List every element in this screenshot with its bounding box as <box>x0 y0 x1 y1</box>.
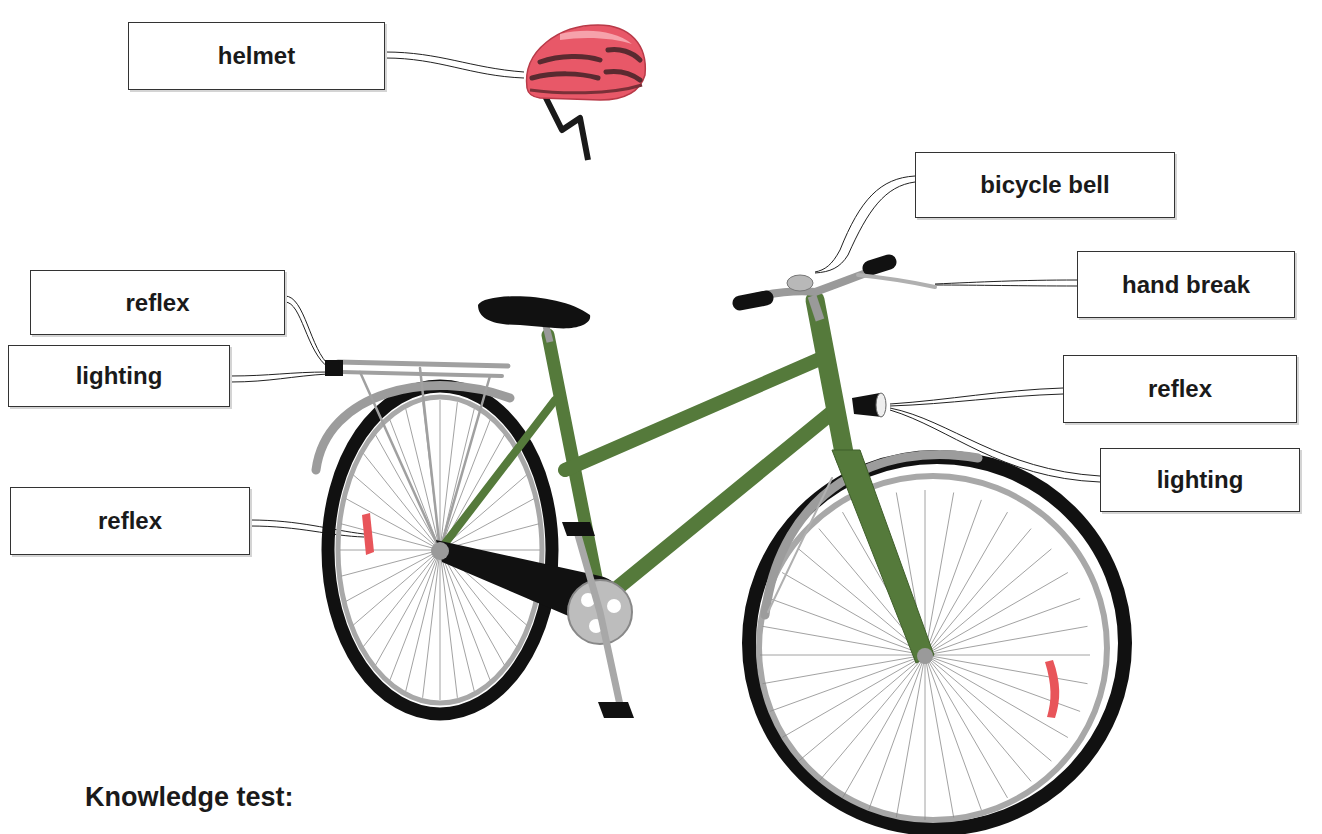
leader-line <box>385 52 524 72</box>
front-spoke-reflector <box>1045 660 1059 718</box>
leader-line <box>890 394 1063 406</box>
callout-box: hand break <box>1077 251 1295 318</box>
helmet-vents <box>532 49 640 80</box>
seat-stay <box>440 400 555 550</box>
leader-line <box>250 526 364 537</box>
front-spokes <box>760 490 1090 820</box>
leader-line <box>815 182 915 273</box>
brake-lever <box>858 275 935 287</box>
helmet-vent <box>606 71 640 80</box>
crank-arms <box>578 535 620 705</box>
helmet-vent <box>540 56 600 62</box>
bell <box>787 275 813 291</box>
rack-strut <box>360 368 490 550</box>
helmet-rim <box>530 85 642 93</box>
helmet-vent <box>532 74 598 78</box>
heading: Knowledge test: <box>85 782 294 813</box>
rear-hub <box>431 542 449 560</box>
callout-text: reflex <box>1148 375 1212 403</box>
front-fork <box>832 450 934 663</box>
leader-line <box>285 296 330 366</box>
callout-text: lighting <box>1157 466 1244 494</box>
leader-line <box>815 176 915 272</box>
front-light-lens <box>876 393 886 417</box>
down-tube <box>605 410 835 598</box>
helmet-highlight <box>560 31 632 44</box>
leader-line <box>285 302 329 368</box>
rack-rail <box>338 362 508 366</box>
helmet-vent <box>608 49 640 60</box>
rear-rim <box>338 397 542 703</box>
leader-line <box>250 520 364 534</box>
rear-tire <box>328 386 552 714</box>
rear-spoke-reflector <box>362 513 374 555</box>
head-tube <box>815 300 845 458</box>
leader-line <box>935 280 1077 284</box>
callout-text: bicycle bell <box>980 171 1109 199</box>
helmet-strap <box>545 96 588 160</box>
callout-text: helmet <box>218 42 295 70</box>
callout-box: lighting <box>1100 448 1300 512</box>
saddle <box>478 296 590 328</box>
callout-text: reflex <box>125 289 189 317</box>
callout-text: lighting <box>76 362 163 390</box>
pedal <box>598 702 634 718</box>
callout-box: reflex <box>10 487 250 555</box>
rear-wheel <box>328 386 552 714</box>
front-rim <box>759 476 1107 820</box>
leader-line <box>385 58 524 78</box>
callout-box: lighting <box>8 345 230 407</box>
rear-rack <box>338 362 508 550</box>
rear-spokes <box>340 400 540 700</box>
front-hub <box>917 648 933 664</box>
helmet-shell <box>527 25 646 100</box>
callout-box: helmet <box>128 22 385 90</box>
stem <box>812 296 820 320</box>
fenders <box>316 386 978 616</box>
leader-line <box>890 388 1063 404</box>
callout-text: hand break <box>1122 271 1250 299</box>
callout-box: reflex <box>1063 355 1297 423</box>
callout-box: reflex <box>30 270 285 335</box>
fender-strut <box>768 478 832 612</box>
callout-box: bicycle bell <box>915 152 1175 218</box>
leader-line <box>230 374 328 382</box>
rear-fender <box>316 386 510 471</box>
chainring-hole <box>607 599 621 613</box>
rear-light <box>325 360 343 376</box>
grip <box>740 298 766 303</box>
leader-line <box>935 285 1077 286</box>
pedal <box>562 522 595 536</box>
grip <box>870 262 889 268</box>
callout-text: reflex <box>98 507 162 535</box>
helmet-drawing <box>527 25 646 160</box>
